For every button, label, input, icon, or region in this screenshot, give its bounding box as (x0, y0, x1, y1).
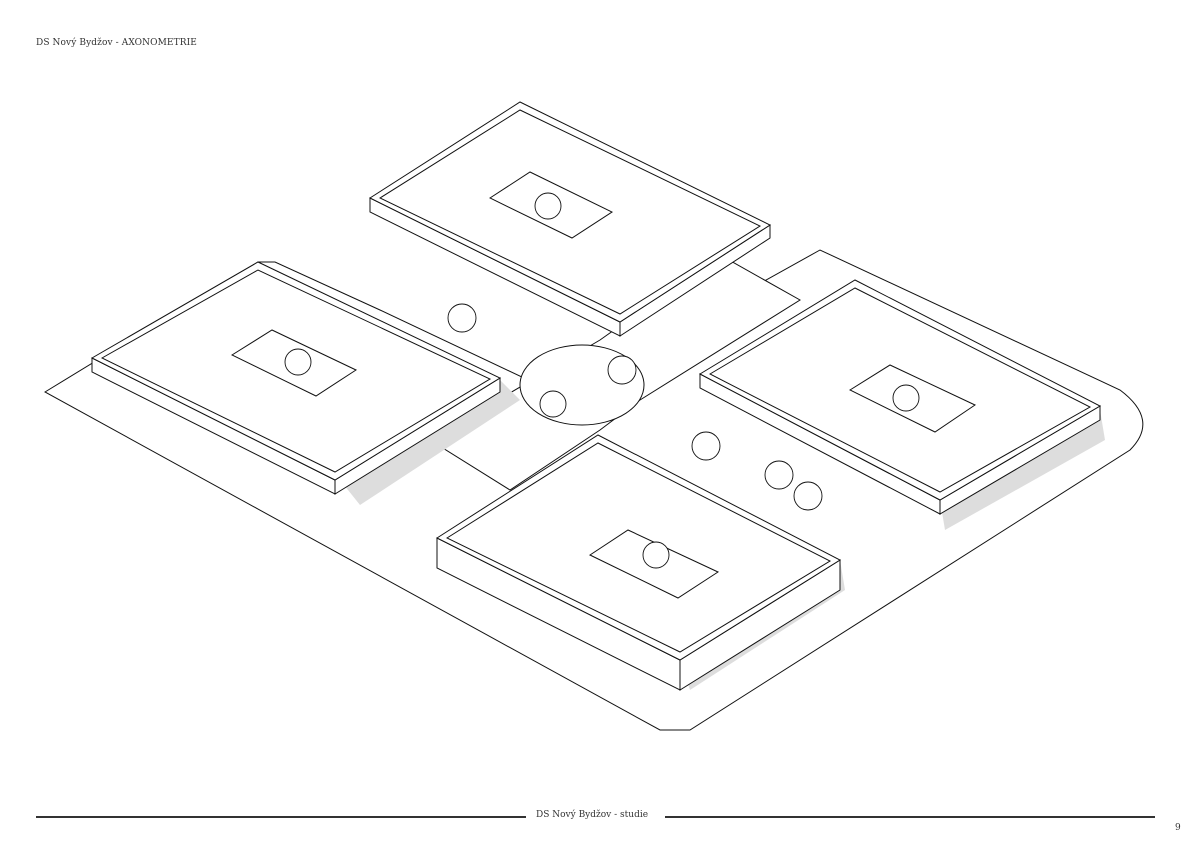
page-number: 9 (1175, 823, 1181, 833)
building-north (368, 101, 772, 337)
building-south (435, 434, 842, 691)
footer-title: DS Nový Bydžov - studie (536, 810, 649, 820)
trees (284, 192, 920, 569)
page-title: DS Nový Bydžov - AXONOMETRIE (36, 38, 197, 48)
footer-rule-right (665, 816, 1155, 818)
footer-rule-left (36, 816, 526, 818)
